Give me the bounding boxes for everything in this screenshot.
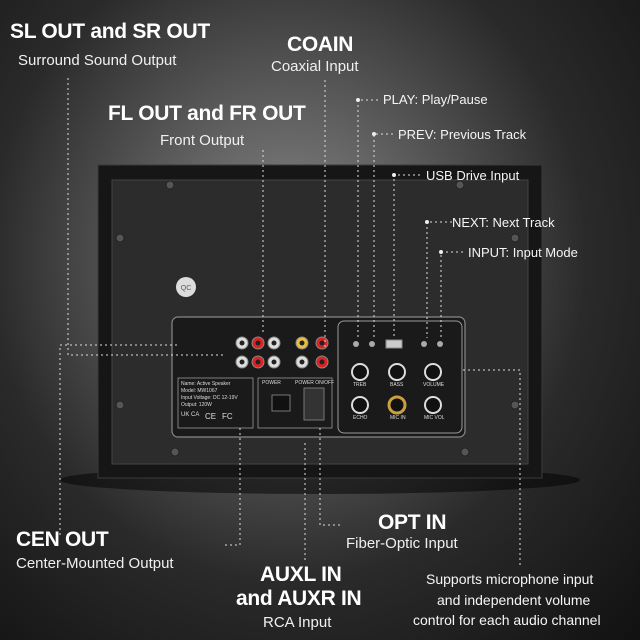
control-knobs	[351, 363, 442, 414]
qc-sticker	[176, 277, 196, 297]
knob-label-bass: BASS	[390, 382, 404, 388]
screw	[170, 447, 180, 457]
power-title: POWER	[262, 380, 281, 386]
dc-power-jack	[271, 394, 291, 412]
aux-title-2: and AUXR IN	[236, 587, 362, 610]
prev-label: PREV: Previous Track	[398, 127, 527, 142]
spec-label-line: Input Voltage: DC 12-19V	[181, 395, 238, 401]
aux-title-1: AUXL IN	[260, 563, 342, 586]
coain-title: COAIN	[287, 33, 354, 56]
mic-jack	[387, 395, 407, 415]
mic-desc-line-3: control for each audio channel	[413, 612, 601, 628]
spec-label-line: Name: Active Speaker	[181, 381, 231, 387]
screw	[510, 400, 520, 410]
power-switch	[303, 387, 325, 421]
play-label: PLAY: Play/Pause	[383, 92, 488, 107]
knob-label-mic-vol: MIC VOL	[424, 415, 445, 421]
svg-text:QC: QC	[181, 285, 192, 292]
screw	[115, 233, 125, 243]
rca-jacks	[235, 336, 329, 369]
screw	[460, 447, 470, 457]
opt-title: OPT IN	[378, 511, 447, 534]
sl-sr-desc: Surround Sound Output	[18, 52, 177, 69]
opt-desc: Fiber-Optic Input	[346, 535, 458, 552]
fl-fr-title: FL OUT and FR OUT	[108, 102, 306, 125]
power-switch-label: POWER ON/OFF	[295, 380, 335, 386]
spec-label-line: Model: MW1067	[181, 388, 218, 394]
screw	[510, 233, 520, 243]
screw	[165, 180, 175, 190]
spec-label-line: Output: 120W	[181, 402, 212, 408]
knob-label-treb: TREB	[353, 382, 367, 388]
mic-desc-line-1: Supports microphone input	[426, 571, 594, 587]
input-label: INPUT: Input Mode	[468, 245, 578, 260]
usb-port	[385, 339, 403, 349]
knob-label-mic-in: MIC IN	[390, 415, 406, 421]
next-label: NEXT: Next Track	[452, 215, 555, 230]
mic-desc-line-2: and independent volume	[437, 592, 591, 608]
knob-label-volume: VOLUME	[423, 382, 445, 388]
spec-label	[177, 377, 254, 429]
aux-desc: RCA Input	[263, 614, 332, 631]
coain-desc: Coaxial Input	[271, 58, 359, 75]
usb-label: USB Drive Input	[426, 168, 520, 183]
cert-mark: CE	[205, 412, 217, 421]
screw	[115, 400, 125, 410]
cen-desc: Center-Mounted Output	[16, 555, 174, 572]
screw	[455, 180, 465, 190]
sl-sr-title: SL OUT and SR OUT	[10, 20, 210, 43]
cert-mark: FC	[222, 412, 233, 421]
cen-title: CEN OUT	[16, 528, 109, 551]
fl-fr-desc: Front Output	[160, 132, 245, 149]
cert-mark: UK CA	[181, 412, 200, 418]
knob-label-echo: ECHO	[353, 415, 368, 421]
